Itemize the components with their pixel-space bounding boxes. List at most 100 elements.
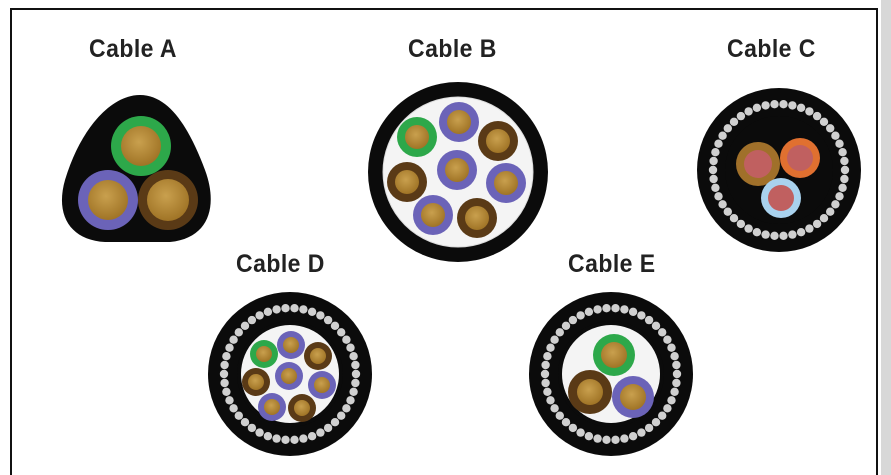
armor-wire bbox=[644, 423, 654, 433]
armor-wire bbox=[281, 304, 290, 313]
armor-wire bbox=[593, 305, 602, 314]
armor-wire bbox=[729, 117, 739, 127]
armor-wire bbox=[667, 343, 676, 352]
cable-b-cross-section bbox=[368, 82, 548, 262]
armor-wire bbox=[247, 315, 257, 325]
armor-wire bbox=[805, 107, 814, 116]
armor-wire bbox=[222, 387, 231, 396]
armor-wire bbox=[576, 428, 585, 437]
armor-wire bbox=[620, 305, 629, 314]
armor-wire bbox=[796, 103, 806, 113]
armor-wire bbox=[234, 411, 243, 420]
armor-wire bbox=[602, 435, 611, 444]
armor-wire bbox=[541, 360, 550, 370]
armor-wire bbox=[342, 335, 351, 344]
cable-e-cross-section bbox=[529, 292, 693, 456]
armor-wire bbox=[263, 432, 273, 441]
armor-wire bbox=[708, 165, 718, 175]
armor-wire bbox=[711, 183, 720, 192]
armor-wire bbox=[220, 378, 229, 388]
armor-wire bbox=[225, 396, 234, 405]
armor-wire bbox=[752, 228, 762, 237]
armor-wire bbox=[561, 418, 571, 427]
armor-wire bbox=[351, 369, 361, 379]
armor-wire bbox=[546, 396, 555, 405]
armor-wire bbox=[831, 131, 840, 140]
cable-c-cross-section bbox=[697, 88, 861, 252]
armor-wire bbox=[299, 434, 308, 443]
armor-wire bbox=[709, 156, 718, 166]
armor-wire bbox=[540, 369, 550, 379]
armor-wire bbox=[584, 432, 594, 441]
armor-wire bbox=[779, 100, 788, 109]
cable-d-core-blue-2 bbox=[275, 362, 303, 390]
cable-a-cross-section bbox=[61, 95, 211, 242]
armor-wire bbox=[346, 343, 355, 352]
armor-wire bbox=[611, 435, 620, 444]
armor-wire bbox=[346, 396, 355, 405]
armor-wire bbox=[663, 335, 672, 344]
cable-c-label: Cable C bbox=[727, 35, 816, 63]
armor-wire bbox=[658, 411, 667, 420]
armor-wire bbox=[831, 200, 840, 209]
armor-wire bbox=[222, 352, 231, 361]
armor-wire bbox=[835, 192, 844, 201]
cable-c-armor-wires bbox=[708, 100, 850, 240]
armor-wire bbox=[543, 352, 552, 361]
cable-d-core-brown-3 bbox=[288, 394, 316, 422]
cable-e-core-green bbox=[593, 334, 635, 376]
armor-wire bbox=[711, 148, 720, 157]
armor-wire bbox=[550, 335, 559, 344]
cable-d-core-green bbox=[250, 340, 278, 368]
cable-a-label: Cable A bbox=[89, 35, 178, 63]
armor-wire bbox=[351, 360, 360, 370]
cable-d-label: Cable D bbox=[236, 250, 325, 278]
armor-wire bbox=[744, 224, 753, 233]
armor-wire bbox=[555, 411, 564, 420]
cable-b-core-brown-left bbox=[387, 162, 427, 202]
armor-wire bbox=[718, 200, 727, 209]
armor-wire bbox=[779, 231, 788, 240]
armor-wire bbox=[840, 156, 849, 166]
armor-wire bbox=[576, 311, 585, 320]
armor-wire bbox=[240, 418, 250, 427]
armor-wire bbox=[337, 411, 346, 420]
armor-wire bbox=[349, 387, 358, 396]
armor-wire bbox=[351, 378, 360, 388]
armor-wire bbox=[812, 111, 822, 121]
right-edge-strip bbox=[881, 0, 891, 475]
armor-wire bbox=[290, 304, 299, 313]
cable-c-core-orange bbox=[780, 138, 820, 178]
armor-wire bbox=[584, 307, 594, 316]
cable-d-core-brown-1 bbox=[304, 342, 332, 370]
cable-e-core-brown bbox=[568, 370, 612, 414]
armor-wire bbox=[307, 432, 317, 441]
armor-wire bbox=[229, 335, 238, 344]
armor-wire bbox=[219, 369, 229, 379]
armor-wire bbox=[718, 131, 727, 140]
armor-wire bbox=[714, 139, 723, 148]
armor-wire bbox=[611, 304, 620, 313]
armor-wire bbox=[805, 224, 814, 233]
armor-wire bbox=[628, 307, 638, 316]
armor-wire bbox=[723, 207, 732, 216]
armor-wire bbox=[637, 428, 646, 437]
armor-wire bbox=[770, 231, 779, 240]
armor-wire bbox=[826, 124, 835, 133]
armor-wire bbox=[812, 219, 822, 229]
armor-wire bbox=[796, 228, 806, 237]
armor-wire bbox=[240, 321, 250, 330]
armor-wire bbox=[281, 435, 290, 444]
cable-b-label: Cable B bbox=[408, 35, 497, 63]
armor-wire bbox=[568, 423, 578, 433]
cable-d-core-blue-4 bbox=[258, 393, 286, 421]
armor-wire bbox=[826, 207, 835, 216]
cable-b-core-blue-bl bbox=[413, 195, 453, 235]
armor-wire bbox=[555, 328, 564, 337]
armor-wire bbox=[672, 369, 682, 379]
armor-wire bbox=[709, 174, 718, 184]
armor-wire bbox=[644, 315, 654, 325]
armor-wire bbox=[550, 404, 559, 413]
armor-wire bbox=[234, 328, 243, 337]
